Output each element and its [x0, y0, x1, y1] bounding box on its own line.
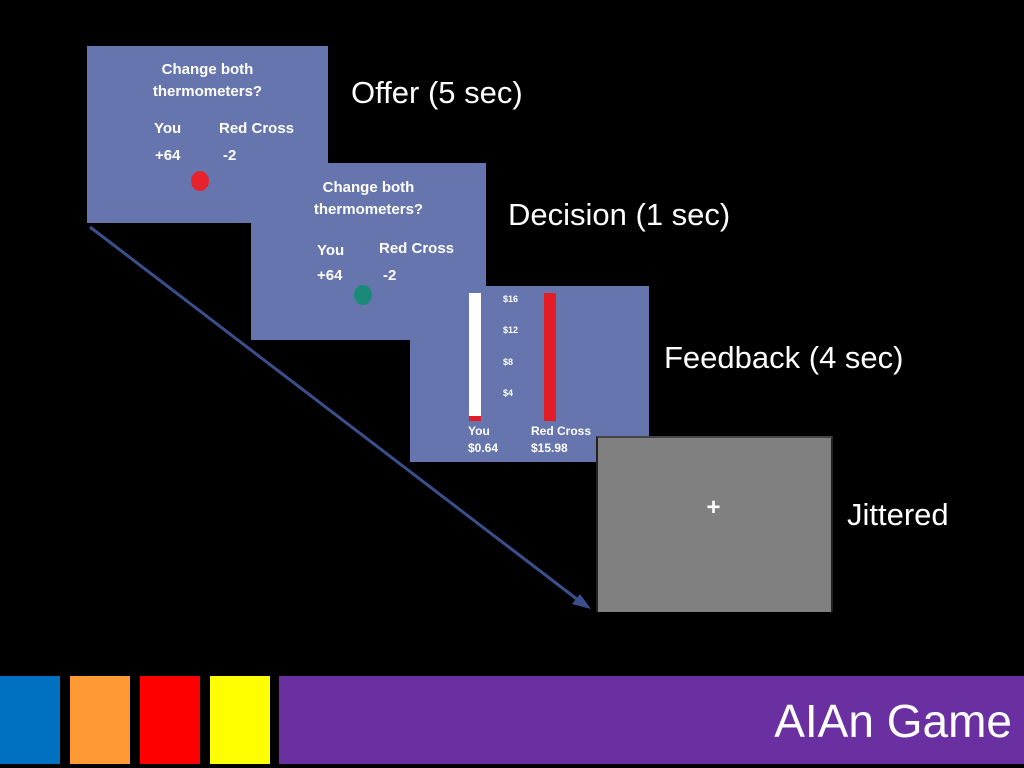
- step-label-offer: Offer (5 sec): [351, 75, 523, 110]
- decision-you-value: +64: [317, 267, 343, 284]
- decision-response-dot: [354, 285, 372, 305]
- tick-label-8: $8: [503, 357, 514, 367]
- step-label-decision: Decision (1 sec): [508, 197, 731, 232]
- offer-you-label: You: [154, 120, 182, 137]
- you-thermometer: [469, 293, 481, 421]
- decision-other-value: -2: [383, 267, 397, 284]
- red-cross-thermometer: [544, 293, 556, 421]
- offer-you-value: +64: [155, 147, 181, 164]
- decision-you-label: You: [317, 242, 345, 259]
- decision-other-label: Red Cross: [379, 240, 455, 257]
- offer-question-line1: Change both: [161, 61, 254, 78]
- offer-screen: Change both thermometers? You Red Cross …: [87, 46, 328, 223]
- offer-other-label: Red Cross: [219, 120, 295, 137]
- feedback-you-label: You: [468, 424, 490, 438]
- tick-label-4: $4: [503, 388, 514, 398]
- red-cross-thermometer-fill: [544, 293, 556, 421]
- title-banner: [279, 676, 1024, 764]
- step-label-jittered: Jittered: [847, 497, 949, 532]
- step-label-feedback: Feedback (4 sec): [664, 340, 904, 375]
- stripe-yellow: [210, 676, 270, 764]
- offer-response-dot: [191, 171, 209, 191]
- fixation-screen: +: [596, 436, 833, 612]
- feedback-other-label: Red Cross: [531, 424, 592, 438]
- you-thermometer-fill: [469, 415, 481, 421]
- offer-question-line2: thermometers?: [152, 83, 263, 100]
- feedback-other-amount: $15.98: [531, 441, 568, 455]
- tick-label-12: $12: [503, 325, 519, 335]
- slide-title: AIAn Game: [774, 695, 1012, 747]
- tick-label-16: $16: [503, 294, 519, 304]
- feedback-you-amount: $0.64: [468, 441, 499, 455]
- fixation-cross: +: [706, 494, 721, 521]
- stripe-blue: [0, 676, 60, 764]
- decision-question-line1: Change both: [322, 179, 415, 196]
- stripe-orange: [70, 676, 130, 764]
- stripe-red: [140, 676, 200, 764]
- offer-other-value: -2: [223, 147, 237, 164]
- decision-question-line2: thermometers?: [313, 201, 424, 218]
- arrow-head-icon: [572, 594, 591, 609]
